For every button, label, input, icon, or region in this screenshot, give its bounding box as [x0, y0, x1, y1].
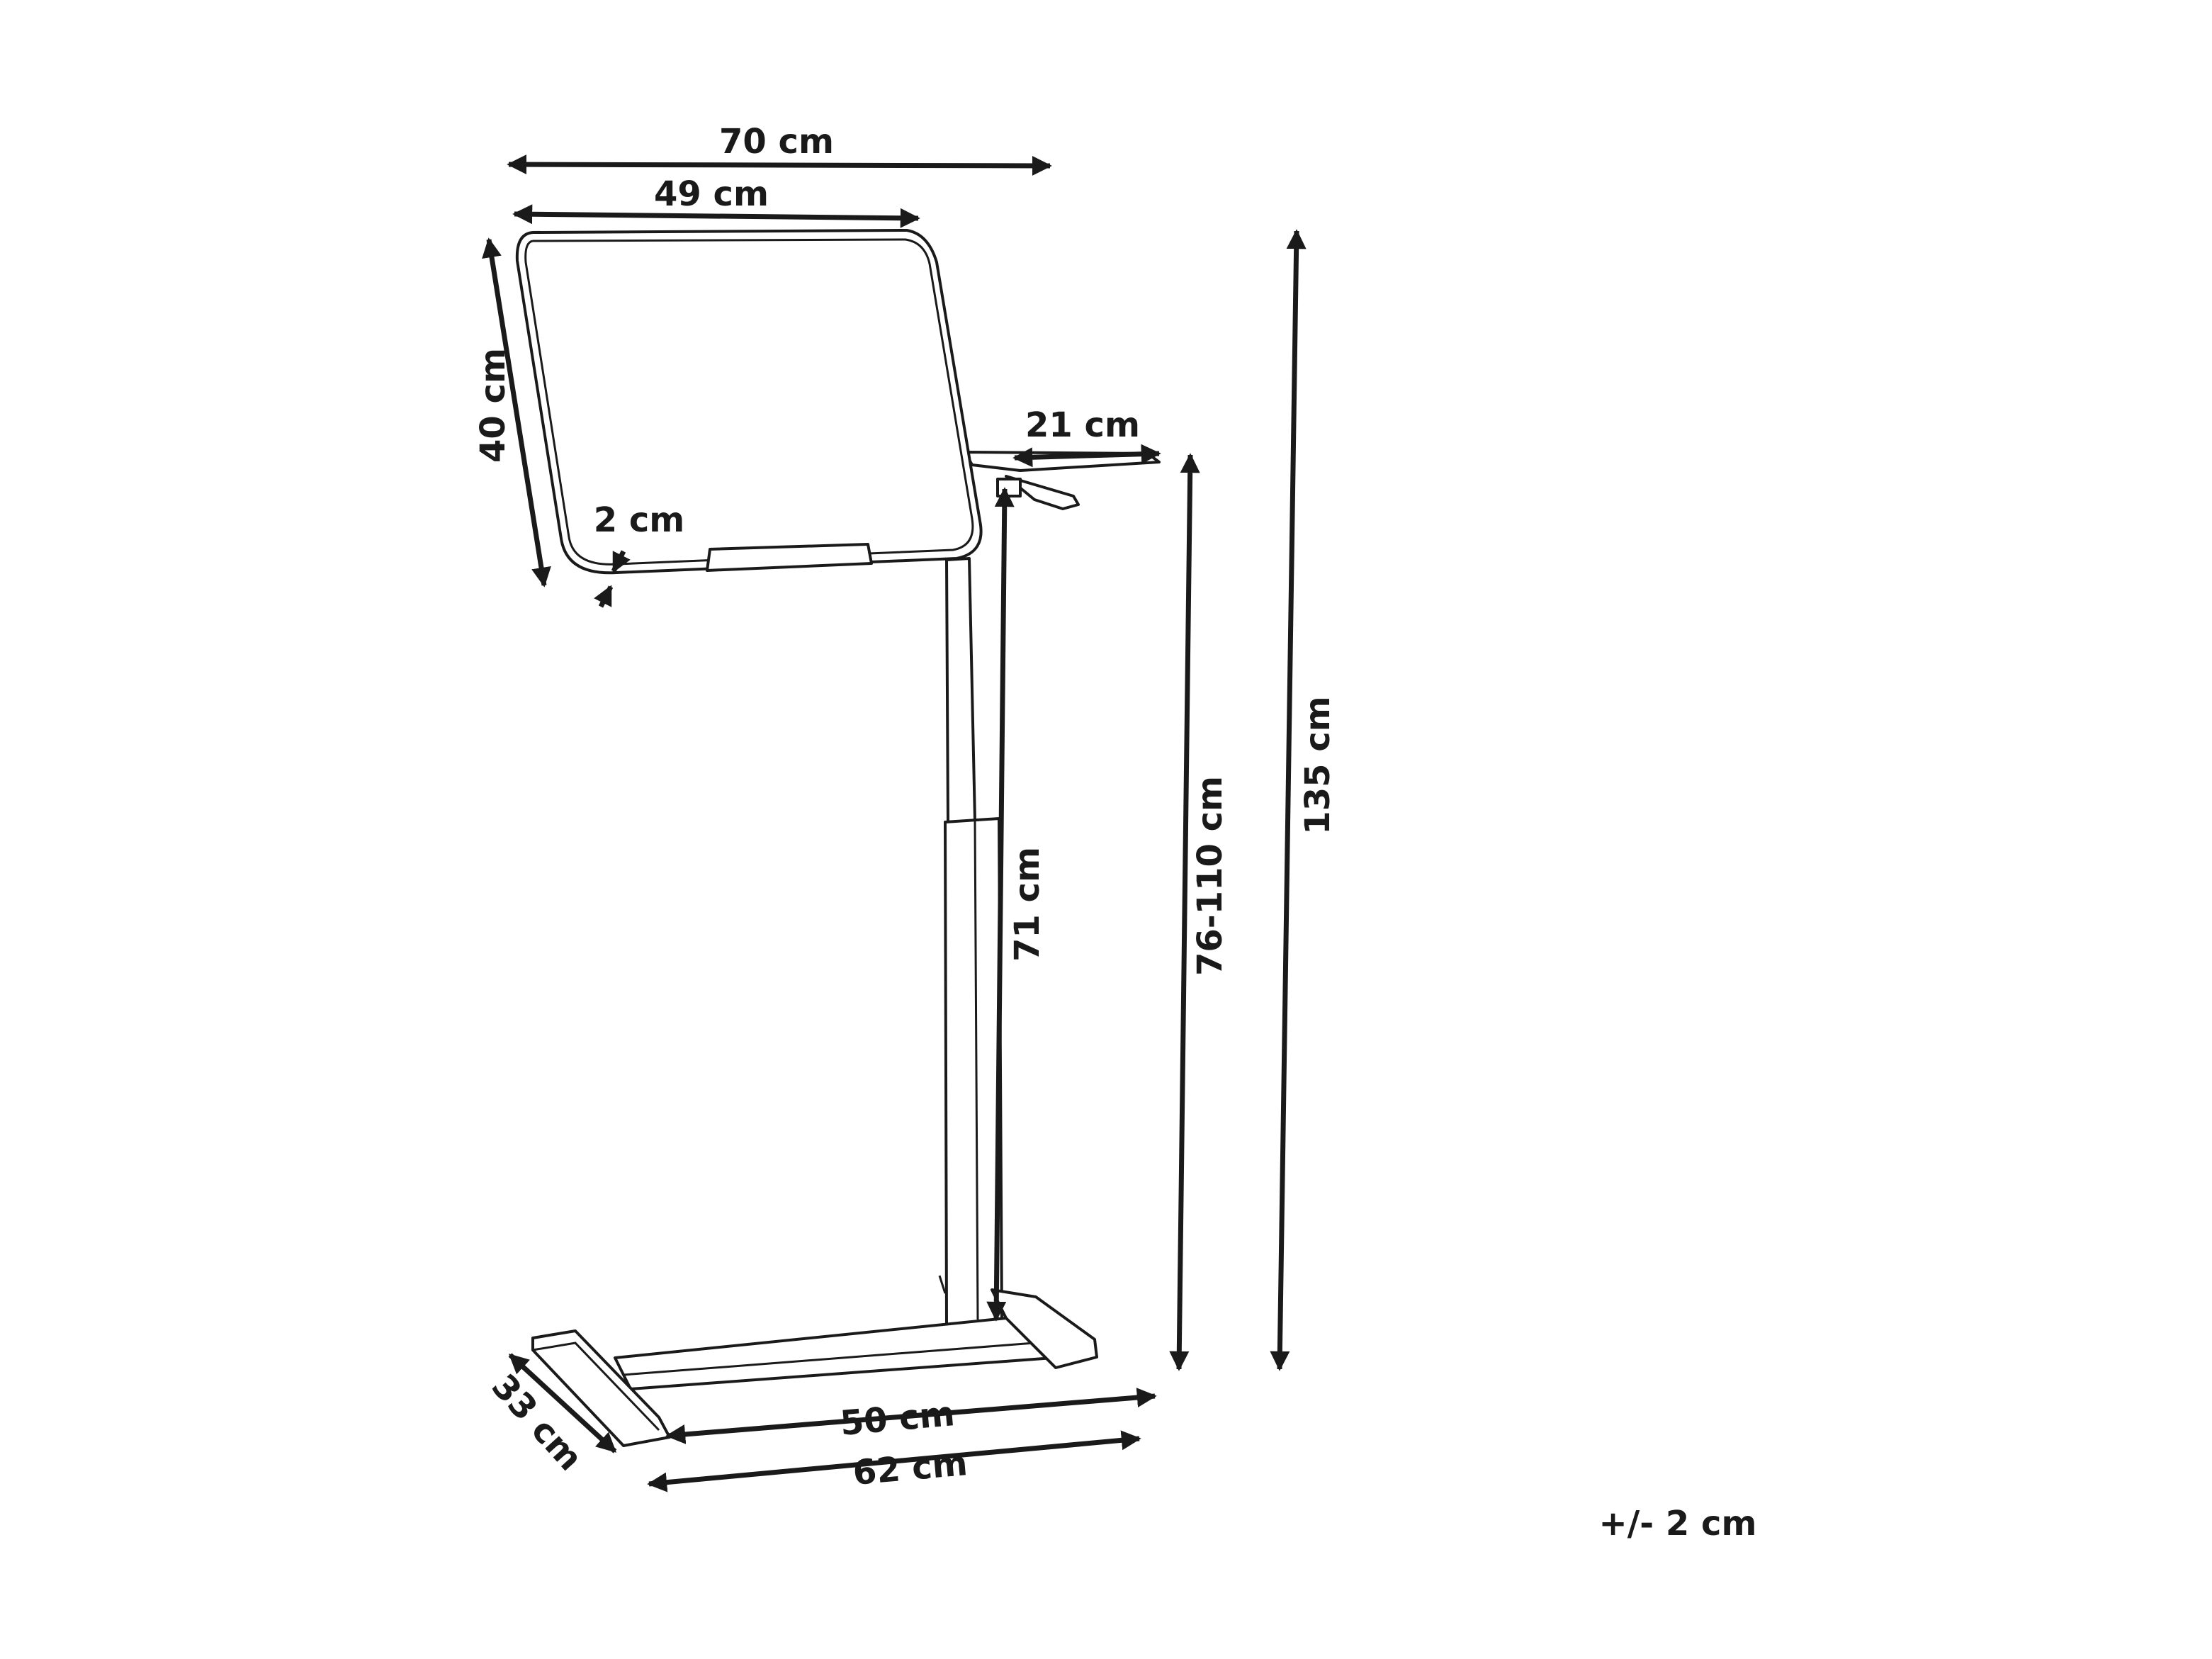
height-lever: [1005, 475, 1080, 510]
dim-line-top-width: [512, 204, 920, 228]
label-tolerance: +/- 2 cm: [1599, 1504, 1757, 1543]
dim-line-top-thickness-a: [611, 550, 631, 573]
dim-line-base-inner: [665, 1388, 1157, 1444]
label-height-range: 76-110 cm: [1190, 776, 1230, 976]
lower-column: [944, 817, 1003, 1327]
label-overall-height: 135 cm: [1298, 696, 1338, 834]
dim-line-base-outer: [647, 1430, 1141, 1492]
base-bar: [614, 1317, 1064, 1390]
dim-line-side-tray: [1012, 444, 1161, 468]
label-top-depth: 40 cm: [473, 348, 513, 463]
dim-line-overall-width: [507, 154, 1052, 176]
dim-line-top-depth: [482, 237, 551, 587]
book-ledge: [706, 543, 873, 572]
label-column-height: 71 cm: [1008, 847, 1047, 962]
table-top: [515, 229, 983, 575]
dim-line-height-range: [1169, 453, 1200, 1371]
upper-column: [945, 557, 976, 823]
dim-line-top-thickness-b: [594, 585, 614, 608]
label-base-outer: 62 cm: [851, 1444, 969, 1493]
label-overall-width: 70 cm: [719, 122, 834, 162]
dim-line-column-height: [986, 487, 1015, 1322]
dim-line-base-depth: [508, 1353, 617, 1453]
label-top-thickness: 2 cm: [594, 500, 685, 540]
label-side-tray: 21 cm: [1025, 405, 1140, 445]
dimension-lines: [482, 154, 1307, 1492]
dim-line-overall-height: [1270, 229, 1307, 1371]
label-base-inner: 50 cm: [838, 1394, 956, 1444]
label-top-width: 49 cm: [654, 174, 769, 214]
laptop-stand-illustration: [515, 229, 1161, 1447]
